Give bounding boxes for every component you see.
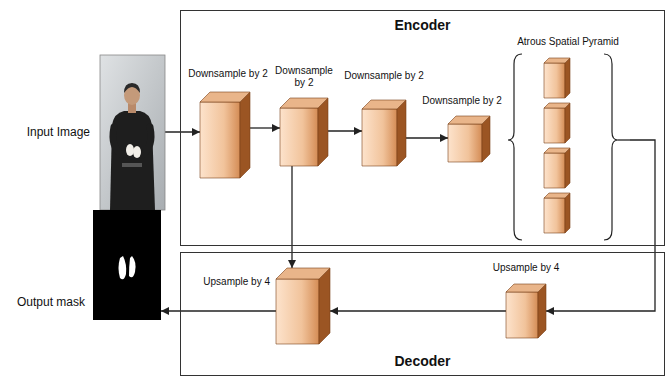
block-art <box>276 268 330 344</box>
block-art <box>448 116 490 162</box>
feature-block: Downsample by 2 <box>362 100 406 166</box>
decoder-panel: Decoder Upsample by 4 Upsample by 4 <box>180 252 665 376</box>
arrow-connector <box>161 310 276 311</box>
arrow-connector <box>165 131 200 132</box>
feature-block: Downsample by 2 <box>200 92 250 178</box>
output-mask: Output mask <box>93 210 161 320</box>
atrous-pyramid: Atrous Spatial Pyramid <box>506 36 630 242</box>
block-art <box>506 284 546 338</box>
block-label: Upsample by 4 <box>203 276 270 288</box>
panel-title: Encoder <box>394 17 450 34</box>
feature-block: Upsample by 4 <box>506 284 546 338</box>
encoder-panel: EncoderDownsample by 2 Downsample by 2 Dow… <box>180 10 665 246</box>
block-label: Downsample by 2 <box>422 95 501 107</box>
arrow-connector <box>330 310 506 311</box>
arrow-connector <box>250 127 280 128</box>
arrow-connector <box>406 137 448 138</box>
input-image: Input Image <box>100 55 165 210</box>
block-label: Downsample by 2 <box>188 68 267 80</box>
pyramid-art <box>506 36 630 242</box>
feature-block: Upsample by 4 <box>276 268 330 344</box>
block-art <box>362 100 406 166</box>
image-label: Output mask <box>17 295 85 309</box>
feature-block: Downsample by 2 <box>280 98 328 166</box>
block-label: Downsample by 2 <box>344 70 423 82</box>
block-label: Downsample by 2 <box>273 65 335 89</box>
arrow-connector <box>328 130 362 131</box>
mask-image <box>93 210 161 320</box>
block-label: Upsample by 4 <box>493 262 560 274</box>
feature-block: Downsample by 2 <box>448 116 490 162</box>
person-photo <box>100 55 165 210</box>
block-art <box>200 92 250 178</box>
block-label: Atrous Spatial Pyramid <box>517 36 619 48</box>
block-art <box>280 98 328 166</box>
image-label: Input Image <box>27 125 90 139</box>
panel-title: Decoder <box>394 353 450 370</box>
